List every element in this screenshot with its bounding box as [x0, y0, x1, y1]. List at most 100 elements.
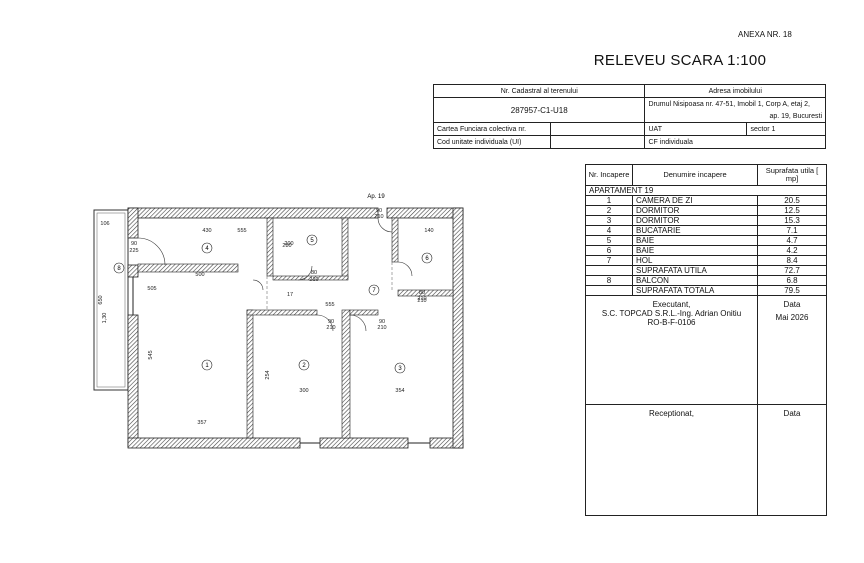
balcony-nr: 8: [585, 275, 633, 286]
dimension-label: 90: [131, 241, 137, 247]
dimension-label: 80: [419, 290, 425, 296]
room-marker-4: 4: [201, 242, 213, 254]
dimension-label: 545: [148, 350, 154, 359]
executant-label: Executant,: [652, 300, 691, 309]
room-area: 4.2: [757, 245, 827, 256]
useful-area-value: 72.7: [757, 265, 827, 276]
dimension-label: 1,30: [102, 313, 108, 324]
header-area: Suprafata utila [ mp]: [757, 164, 827, 186]
address-line1: Drumul Nisipoasa nr. 47-51, Imobil 1, Co…: [644, 97, 826, 110]
room-name: BUCATARIE: [632, 225, 758, 236]
dimension-label: 106: [100, 221, 109, 227]
room-area: 7.1: [757, 225, 827, 236]
room-name: HOL: [632, 255, 758, 266]
executant-date-label: Data: [783, 300, 801, 309]
dimension-label: 254: [265, 370, 271, 379]
room-name: DORMITOR: [632, 215, 758, 226]
dimension-label: 90: [379, 319, 385, 325]
dimension-label: 300: [299, 388, 308, 394]
door-swings: [137, 217, 413, 332]
uat-label: UAT: [644, 122, 748, 136]
balcony-value: 6.8: [757, 275, 827, 286]
interior-walls: [137, 217, 454, 439]
useful-area-label: SUPRAFATA UTILA: [632, 265, 758, 276]
dimension-label: 210: [417, 298, 426, 304]
room-marker-3: 3: [394, 362, 406, 374]
room-name: BAIE: [632, 245, 758, 256]
room-marker-1: 1: [201, 359, 213, 371]
dimension-label: 354: [395, 388, 404, 394]
dimension-label: 210: [417, 296, 426, 302]
dimension-label: 210: [374, 214, 383, 220]
cf-label: Cartea Funciara colectiva nr.: [433, 122, 551, 136]
executant-cell: Executant, S.C. TOPCAD S.R.L.-Ing. Adria…: [585, 295, 758, 405]
total-area-label: SUPRAFATA TOTALA: [632, 285, 758, 296]
room-markers: 1 2 3 4 5 6 7 8: [113, 234, 433, 374]
dimension-label: 90: [376, 208, 382, 214]
executant-company: S.C. TOPCAD S.R.L.-Ing. Adrian Onitiu: [601, 309, 742, 318]
property-info-table: Nr. Cadastral al terenului Adresa imobil…: [432, 84, 826, 149]
room-nr: 5: [585, 235, 633, 246]
svg-text:1: 1: [205, 363, 209, 369]
room-marker-8: 8: [113, 262, 125, 274]
receptionat-cell: Receptionat,: [585, 404, 758, 516]
room-marker-6: 6: [421, 252, 433, 264]
dimension-label: 280: [282, 243, 291, 249]
receptionat-date-label: Data: [783, 409, 801, 418]
receptionat-label: Receptionat,: [649, 409, 694, 418]
cod-label: Cod unitate individuala (UI): [433, 135, 551, 149]
dimension-label: 200: [284, 241, 293, 247]
svg-text:2: 2: [302, 363, 306, 369]
dimension-label: 225: [129, 248, 138, 254]
dimension-label: 210: [377, 325, 386, 331]
room-nr: 1: [585, 195, 633, 206]
room-area: 20.5: [757, 195, 827, 206]
balcony-outline: [93, 209, 129, 391]
svg-text:7: 7: [372, 288, 376, 294]
cadastral-value: 287957-C1-U18: [432, 97, 646, 123]
room-area: 8.4: [757, 255, 827, 266]
uat-value: sector 1: [746, 122, 826, 136]
executant-code: RO-B-F-0106: [647, 318, 696, 327]
dimension-label: 210: [309, 277, 318, 283]
room-marker-5: 5: [306, 234, 318, 246]
dashed-lines: [266, 262, 393, 310]
header-nr: Nr. Incapere: [585, 164, 633, 186]
address-line2: ap. 19, Bucuresti: [644, 110, 826, 123]
dimension-label: 555: [325, 302, 334, 308]
cf-individuala-label: CF individuala: [644, 135, 826, 149]
outer-walls: [127, 207, 464, 449]
apartment-marker: Ap. 19: [367, 194, 385, 200]
dimension-label: 357: [197, 420, 206, 426]
room-marker-7: 7: [368, 284, 380, 296]
total-area-value: 79.5: [757, 285, 827, 296]
room-nr: 2: [585, 205, 633, 216]
dimension-label: 140: [424, 228, 433, 234]
dimension-label: 650: [98, 295, 104, 304]
svg-text:8: 8: [117, 266, 121, 272]
dimension-label: 505: [147, 286, 156, 292]
room-nr: 3: [585, 215, 633, 226]
address-label: Adresa imobilului: [644, 84, 826, 98]
room-name: BAIE: [632, 235, 758, 246]
svg-text:3: 3: [398, 366, 402, 372]
page-title: RELEVEU SCARA 1:100: [593, 52, 767, 69]
executant-date-cell: Data Mai 2026: [757, 295, 827, 405]
room-nr: 7: [585, 255, 633, 266]
rooms-table: Nr. Incapere Denumire incapere Suprafata…: [585, 164, 827, 516]
annex-label: ANEXA NR. 18: [738, 30, 792, 39]
room-area: 12.5: [757, 205, 827, 216]
cadastral-label: Nr. Cadastral al terenului: [432, 84, 646, 98]
room-name: CAMERA DE ZI: [632, 195, 758, 206]
dimension-label: 555: [237, 228, 246, 234]
svg-text:4: 4: [205, 246, 209, 252]
